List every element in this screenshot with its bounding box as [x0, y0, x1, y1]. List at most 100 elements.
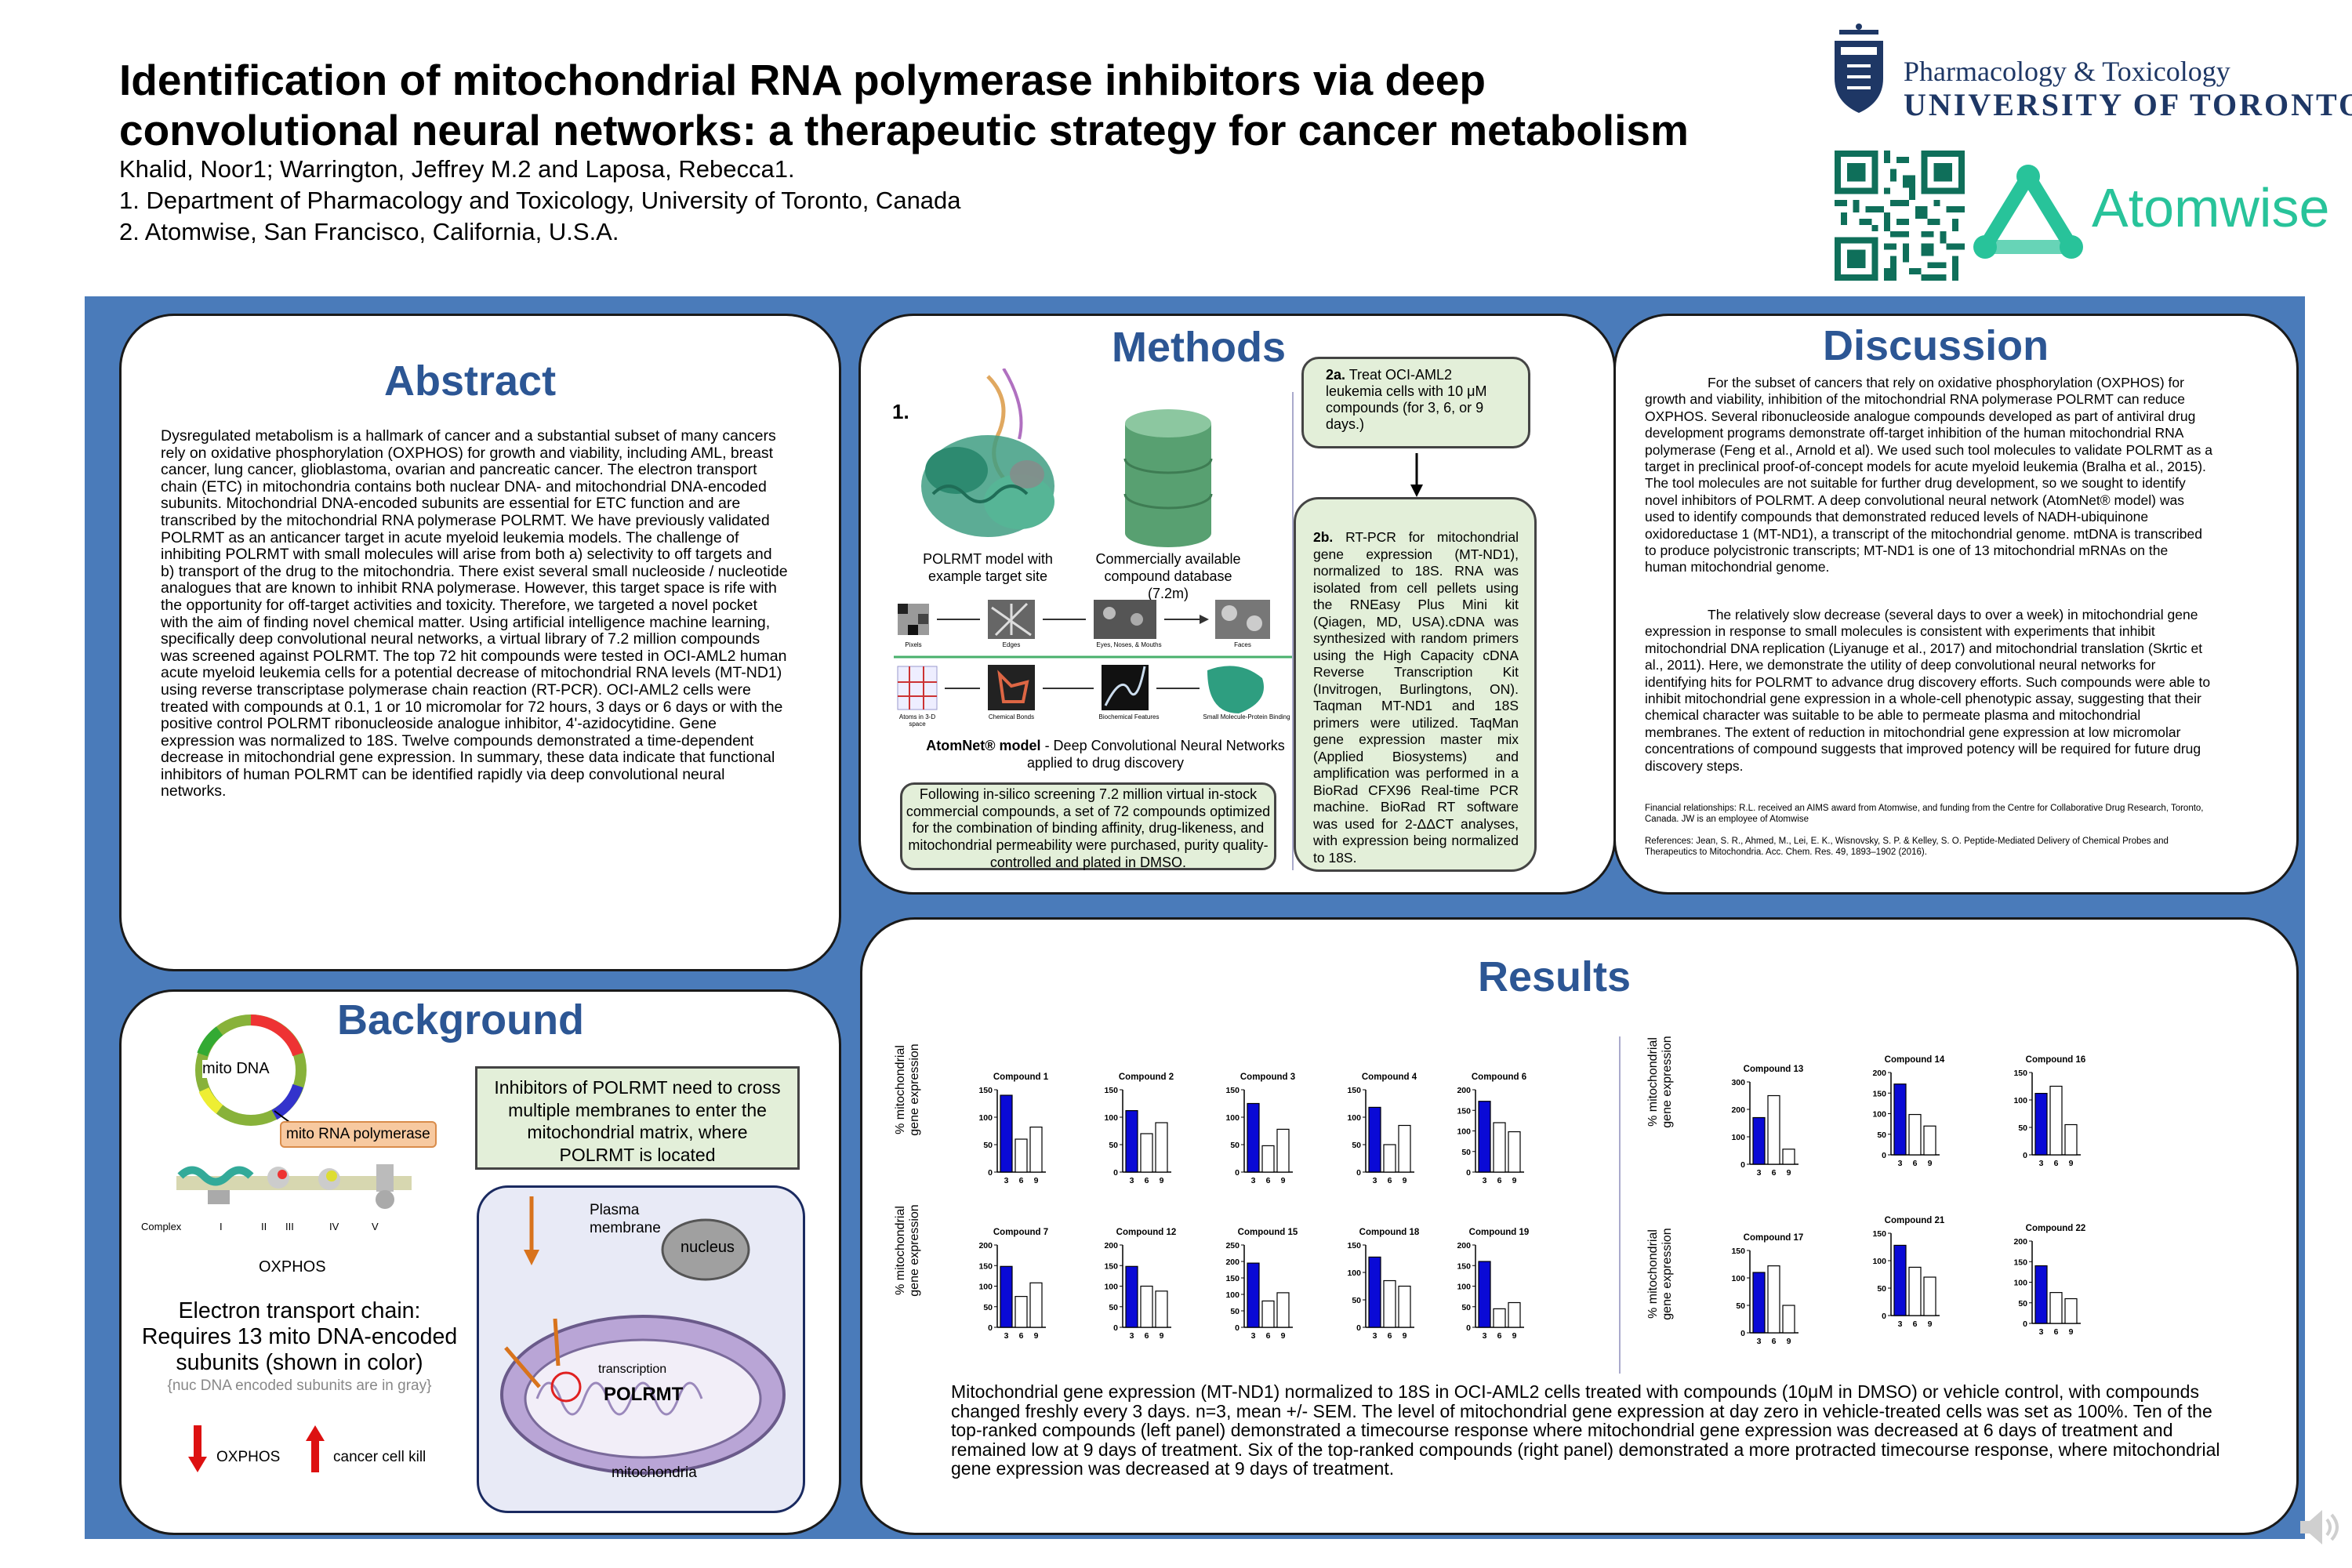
bar	[1398, 1124, 1411, 1173]
y-tick-label: 200	[1731, 1105, 1745, 1115]
polrmt-caption: POLRMT model with example target site	[923, 551, 1053, 584]
y-tick-label: 50	[983, 1303, 993, 1312]
bar	[1908, 1113, 1922, 1156]
methods-divider	[1292, 392, 1294, 870]
x-tick-label: 3	[1251, 1176, 1256, 1185]
abstract-panel	[119, 314, 841, 971]
y-tick-label: 50	[1736, 1301, 1745, 1311]
y-tick-label: 100	[1872, 1257, 1886, 1266]
polrmt-label: POLRMT	[604, 1384, 684, 1405]
y-tick-label: 50	[1461, 1303, 1471, 1312]
ylabel-line-2: gene expression	[1661, 1228, 1674, 1320]
y-tick-label: 100	[2013, 1279, 2027, 1288]
feature-label-pixels: Pixels	[905, 641, 922, 648]
cnn-feature-diagram	[894, 600, 1301, 713]
legend-cancer-cell-kill: cancer cell kill	[333, 1449, 426, 1465]
y-tick-label: 0	[1466, 1168, 1471, 1178]
y-tick-label: 100	[1225, 1290, 1240, 1300]
atomwise-wordmark: Atomwise	[2092, 177, 2330, 238]
x-tick-label: 3	[1898, 1319, 1903, 1329]
speaker-icon	[2300, 1510, 2339, 1544]
bar	[1261, 1145, 1275, 1173]
feature-label-atoms: Atoms in 3-D space	[898, 713, 936, 728]
polrmt-structure-image	[921, 368, 1054, 537]
y-tick-label: 0	[2023, 1151, 2027, 1160]
y-tick-label: 150	[1104, 1086, 1118, 1095]
y-tick-label: 100	[1225, 1113, 1240, 1123]
compound-database-icon	[1123, 409, 1213, 547]
bar	[1276, 1128, 1290, 1173]
y-tick-label: 0	[1113, 1323, 1118, 1333]
chart-title: Compound 21	[1885, 1216, 1945, 1225]
y-tick-label: 0	[1113, 1168, 1118, 1178]
y-tick-label: 150	[1457, 1106, 1471, 1116]
y-tick-label: 0	[2023, 1319, 2027, 1329]
ylabel-line-1: % mitochondrial	[894, 1206, 907, 1295]
y-tick-label: 100	[1457, 1283, 1471, 1292]
x-tick-label: 6	[1497, 1176, 1502, 1185]
x-tick-label: 3	[1483, 1176, 1487, 1185]
bar	[1398, 1285, 1411, 1328]
y-tick-label: 50	[1230, 1307, 1240, 1316]
x-tick-label: 9	[2069, 1159, 2074, 1168]
bar	[1155, 1290, 1168, 1328]
x-tick-label: 6	[1913, 1319, 1918, 1329]
bar	[2049, 1085, 2063, 1156]
methods-step-1: 1.	[892, 400, 909, 423]
bar	[2064, 1298, 2078, 1324]
mito-rna-polymerase-label: mito RNA polymerase	[280, 1121, 437, 1148]
y-tick-label: 150	[1225, 1274, 1240, 1283]
y-tick-label: 0	[1356, 1168, 1361, 1178]
y-tick-label: 50	[1877, 1284, 1886, 1294]
discussion-panel	[1613, 314, 2299, 895]
y-tick-label: 200	[1225, 1258, 1240, 1267]
y-tick-label: 150	[2013, 1069, 2027, 1078]
x-tick-label: 3	[1373, 1176, 1377, 1185]
x-tick-label: 9	[1512, 1176, 1517, 1185]
y-tick-label: 150	[2013, 1258, 2027, 1267]
x-tick-label: 9	[1787, 1168, 1791, 1178]
bar	[1014, 1138, 1028, 1173]
bar	[2064, 1123, 2078, 1156]
results-caption: Mitochondrial gene expression (MT-ND1) n…	[951, 1381, 2220, 1479]
y-tick-label: 100	[1872, 1110, 1886, 1120]
down-arrow-icon	[188, 1425, 207, 1472]
title-line-1: Identification of mitochondrial RNA poly…	[119, 56, 1486, 104]
y-tick-label: 150	[1731, 1247, 1745, 1256]
complex-II: II	[261, 1221, 267, 1232]
discussion-paragraph-1: For the subset of cancers that rely on o…	[1645, 375, 2213, 575]
complex-label: Complex	[141, 1221, 182, 1232]
bar	[1276, 1292, 1290, 1328]
results-panel	[860, 917, 2299, 1535]
bar	[1893, 1244, 1907, 1316]
poster-title: Identification of mitochondrial RNA poly…	[119, 55, 1766, 155]
mito-dna-label: mito DNA	[202, 1060, 270, 1078]
bar	[1261, 1300, 1275, 1328]
discussion-heading: Discussion	[1823, 322, 2049, 369]
y-tick-label: 0	[1882, 1151, 1886, 1160]
bar	[1368, 1106, 1381, 1173]
bar	[2049, 1292, 2063, 1324]
x-tick-label: 6	[1266, 1176, 1271, 1185]
bar	[1155, 1122, 1168, 1173]
atomnet-caption-bold: AtomNet® model	[926, 738, 1041, 753]
x-tick-label: 9	[1928, 1159, 1933, 1168]
x-tick-label: 6	[1388, 1176, 1392, 1185]
affiliation-1: 1. Department of Pharmacology and Toxico…	[119, 187, 961, 214]
x-tick-label: 9	[1787, 1337, 1791, 1346]
x-tick-label: 6	[2054, 1159, 2059, 1168]
x-tick-label: 9	[1512, 1331, 1517, 1341]
abstract-heading: Abstract	[384, 358, 557, 405]
y-tick-label: 200	[1457, 1086, 1471, 1095]
y-tick-label: 150	[978, 1086, 993, 1095]
bar	[1752, 1116, 1766, 1165]
